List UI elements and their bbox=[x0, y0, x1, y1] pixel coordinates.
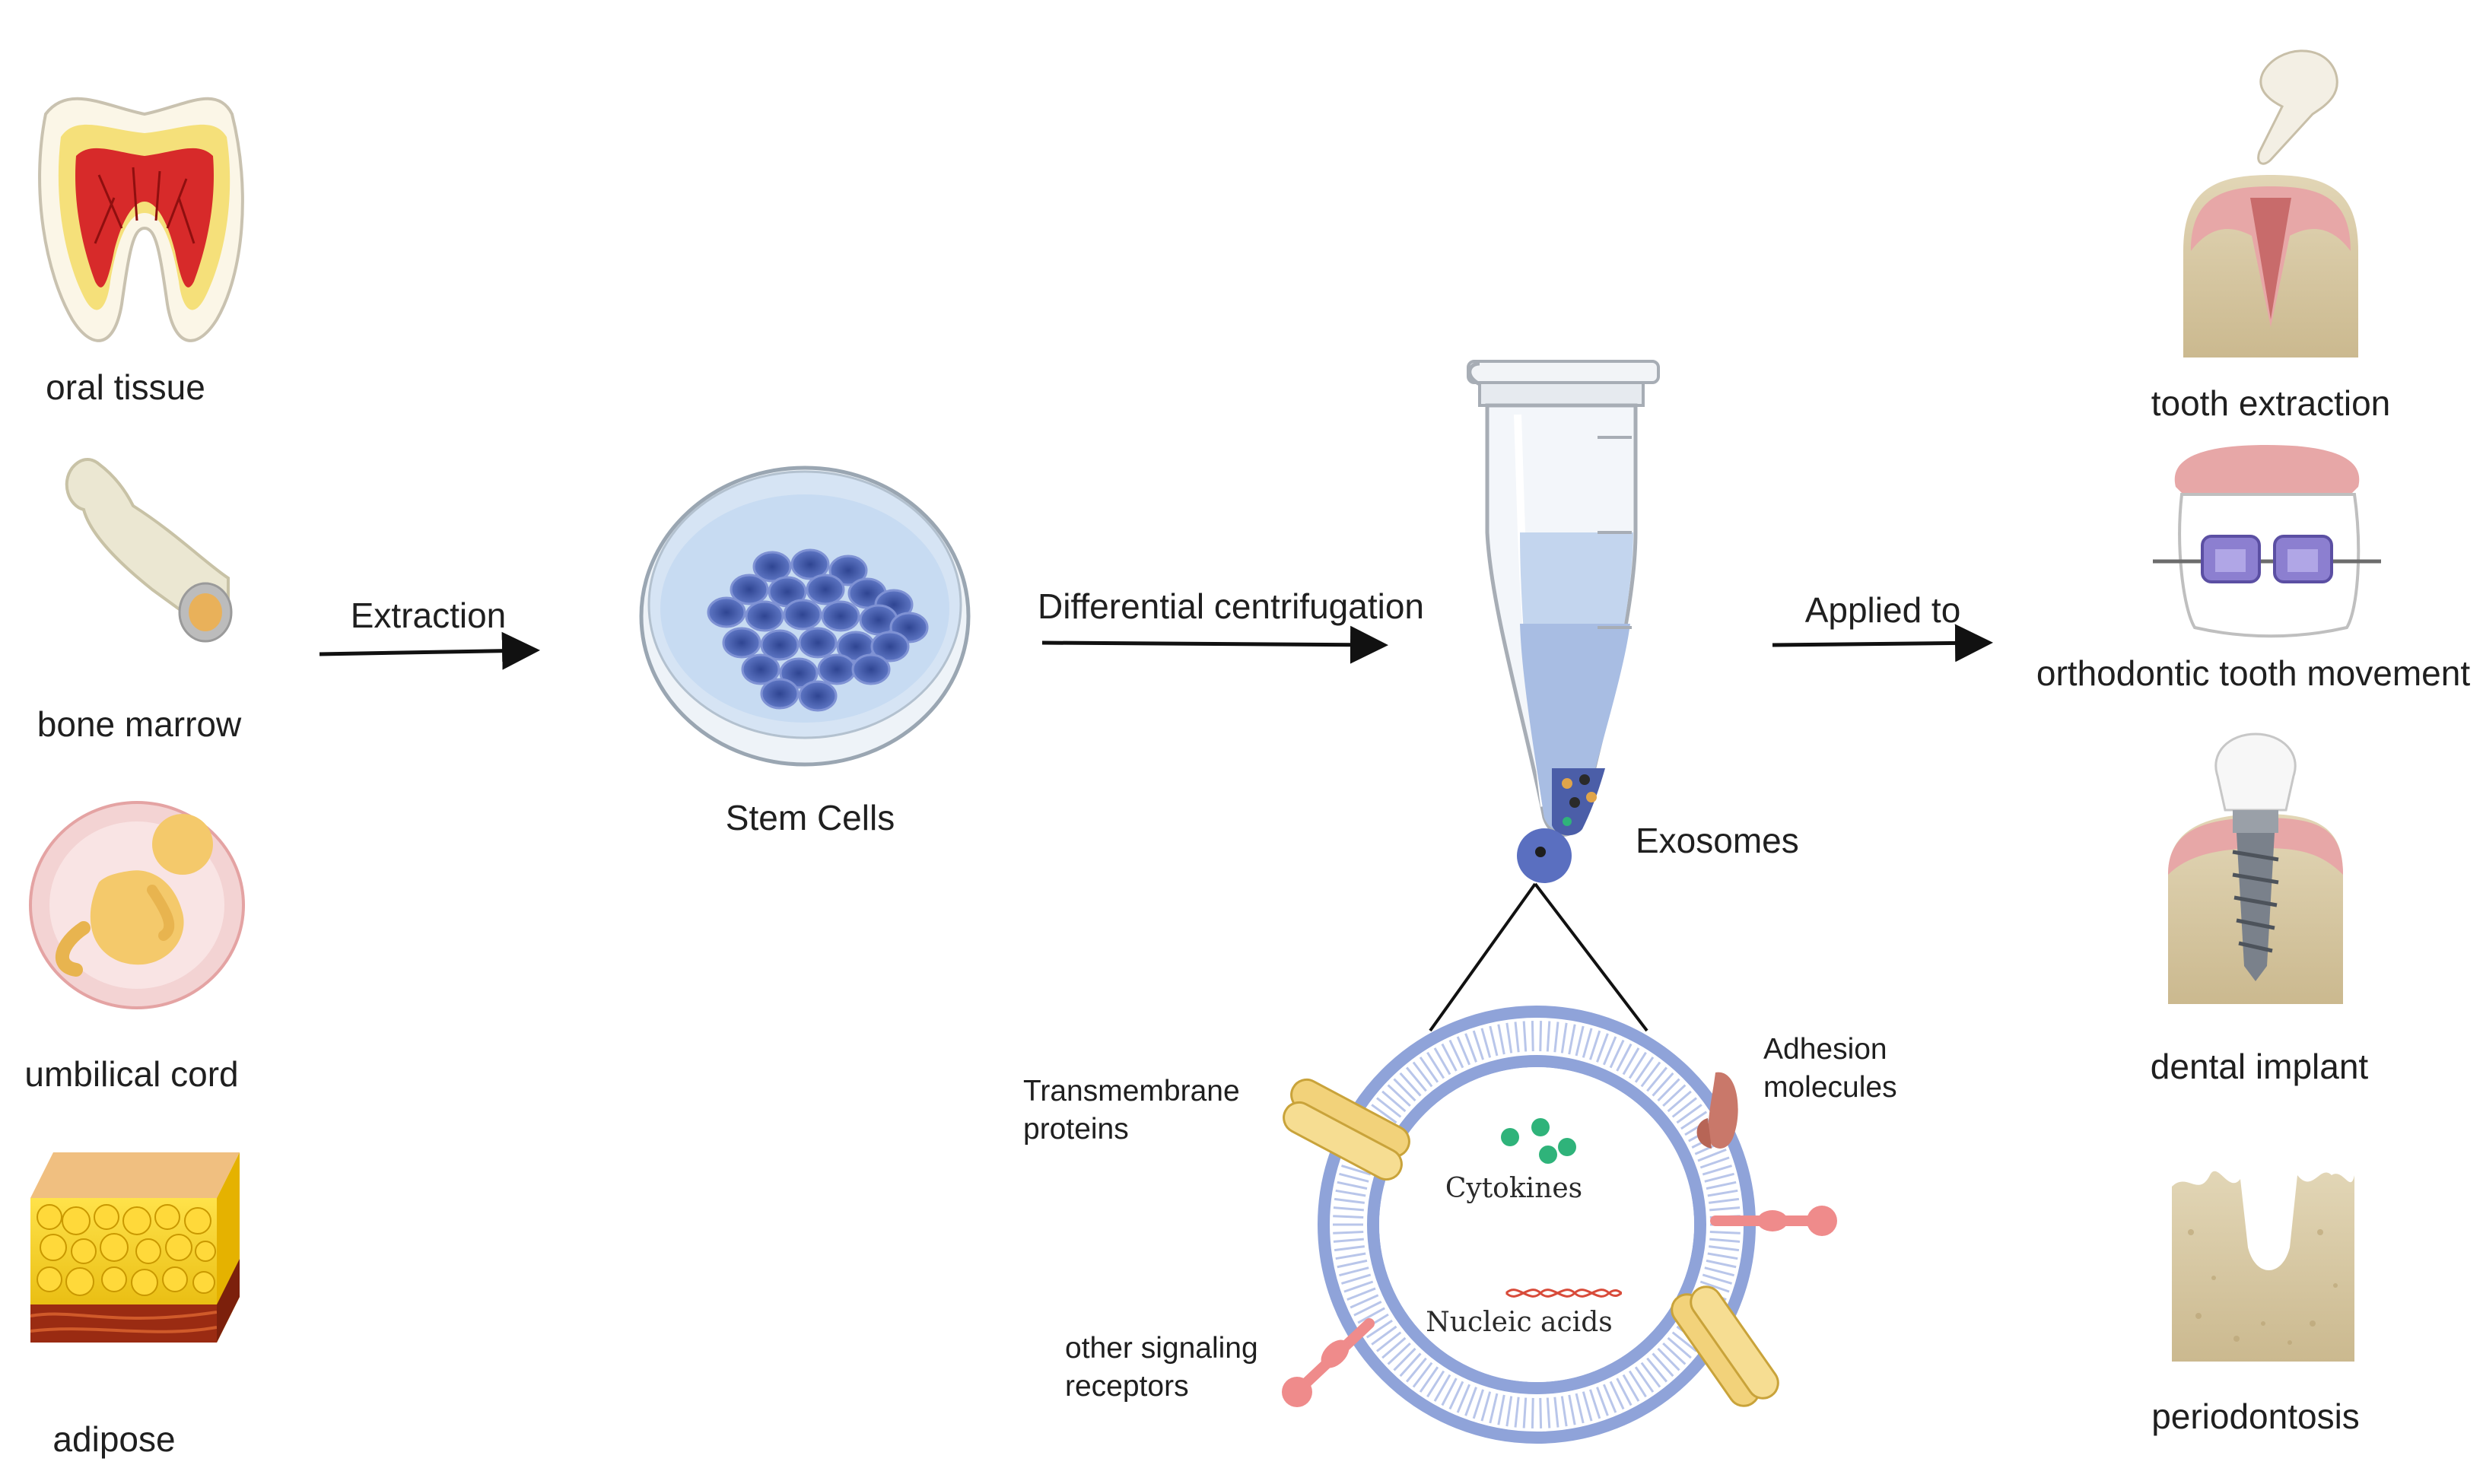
tooth-extraction-icon bbox=[2183, 49, 2358, 357]
stem-cell bbox=[741, 653, 781, 685]
stem-cell bbox=[745, 600, 784, 632]
zoom-line-left bbox=[1429, 882, 1537, 1032]
cytokines-icon bbox=[1501, 1118, 1576, 1164]
label-tooth-extraction: tooth extraction bbox=[2151, 383, 2391, 423]
label-oral-tissue: oral tissue bbox=[46, 367, 205, 407]
stem-cell bbox=[722, 627, 761, 659]
applied-arrow bbox=[1772, 624, 1993, 663]
label-differential-centrifugation: Differential centrifugation bbox=[1038, 586, 1424, 626]
exosome-particle bbox=[1517, 828, 1572, 883]
bone-marrow-icon bbox=[65, 458, 233, 643]
stem-cell bbox=[790, 548, 830, 580]
label-cytokines: Cytokines bbox=[1445, 1173, 1583, 1204]
nucleic-acid-icon bbox=[1505, 1289, 1623, 1298]
stem-cell bbox=[752, 551, 792, 583]
orthodontic-braces-icon bbox=[2153, 445, 2381, 638]
label-transmembrane-line1: Transmembrane bbox=[1023, 1075, 1240, 1107]
transmembrane-protein-icon bbox=[1283, 1078, 1410, 1181]
label-nucleic-acids: Nucleic acids bbox=[1426, 1307, 1613, 1338]
label-dental-implant: dental implant bbox=[2150, 1047, 2369, 1086]
label-other-signaling-receptors: other signaling receptors bbox=[1065, 1330, 1258, 1406]
label-transmembrane-line2: proteins bbox=[1023, 1113, 1129, 1146]
adhesion-molecule-icon bbox=[1696, 1072, 1738, 1149]
stem-cell bbox=[817, 653, 857, 685]
exosome-membrane bbox=[1318, 1006, 1756, 1444]
extraction-arrow bbox=[319, 631, 540, 670]
transmembrane-protein-icon-2 bbox=[1671, 1285, 1779, 1407]
signaling-receptor-icon-2 bbox=[1282, 1318, 1375, 1407]
stem-cell bbox=[851, 653, 891, 685]
label-adipose: adipose bbox=[52, 1419, 176, 1459]
label-applied-to: Applied to bbox=[1804, 590, 1961, 630]
periodontosis-bone-icon bbox=[2172, 1171, 2354, 1362]
label-adhesion-molecules: Adhesion molecules bbox=[1763, 1031, 1897, 1107]
label-extraction: Extraction bbox=[350, 596, 507, 635]
dental-implant-icon bbox=[2168, 732, 2343, 1004]
stem-cell bbox=[870, 631, 910, 663]
signaling-receptor-icon bbox=[1710, 1206, 1837, 1236]
stem-cell bbox=[730, 574, 769, 605]
embryo-icon bbox=[29, 801, 245, 1009]
stem-cell-cluster bbox=[707, 548, 929, 712]
label-orthodontic-tooth-movement: orthodontic tooth movement bbox=[2036, 653, 2471, 693]
stem-cell bbox=[707, 596, 746, 628]
label-umbilical-cord: umbilical cord bbox=[24, 1054, 239, 1094]
stem-cell bbox=[821, 600, 860, 632]
label-adhesion-line1: Adhesion bbox=[1763, 1033, 1887, 1066]
label-receptors-line1: other signaling bbox=[1065, 1332, 1258, 1365]
stem-cell bbox=[806, 574, 845, 605]
label-receptors-line2: receptors bbox=[1065, 1370, 1189, 1403]
label-transmembrane-proteins: Transmembrane proteins bbox=[1023, 1072, 1240, 1149]
stem-cell bbox=[828, 555, 868, 586]
label-stem-cells: Stem Cells bbox=[725, 798, 895, 837]
label-periodontosis: periodontosis bbox=[2151, 1397, 2360, 1436]
label-bone-marrow: bone marrow bbox=[37, 704, 242, 744]
label-adhesion-line2: molecules bbox=[1763, 1071, 1897, 1104]
label-exosomes: Exosomes bbox=[1636, 821, 1799, 860]
adipose-tissue-icon bbox=[30, 1152, 240, 1343]
zoom-line-right bbox=[1534, 882, 1648, 1032]
stem-cell bbox=[798, 627, 838, 659]
stem-cell bbox=[760, 629, 800, 661]
centrifuge-tube-icon bbox=[1467, 360, 1660, 837]
stem-cell bbox=[783, 599, 822, 631]
centrifugation-arrow bbox=[1041, 625, 1388, 664]
stem-cell bbox=[760, 678, 800, 710]
stem-cell bbox=[798, 680, 838, 712]
tooth-cross-section-icon bbox=[38, 97, 244, 342]
